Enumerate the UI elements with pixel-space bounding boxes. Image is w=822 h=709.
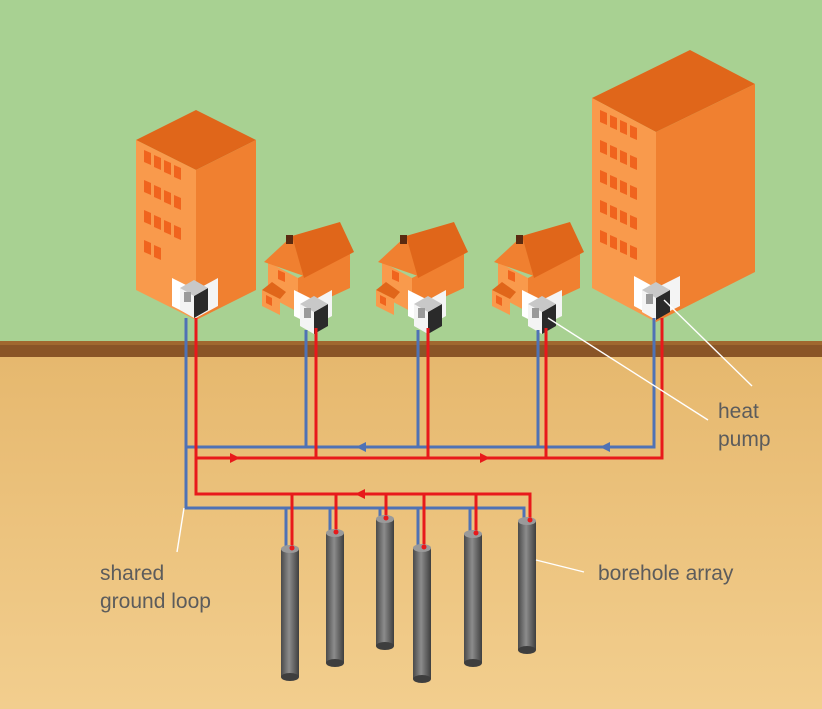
heat-pump-unit-icon (528, 296, 556, 334)
shared-ground-loop-label-line2: ground loop (100, 590, 211, 613)
ground-background (0, 356, 822, 709)
borehole-array (281, 515, 536, 683)
heat-pump-label-line2: pump (718, 428, 771, 451)
flow-arrow-icon (230, 453, 240, 463)
heat-pump-unit-icon (300, 296, 328, 334)
tower-building-left (136, 110, 256, 320)
leader-lines (176, 299, 753, 573)
tower-building-right (592, 50, 755, 322)
flow-arrow-icon (355, 489, 365, 499)
borehole-icon (413, 544, 431, 683)
return-pipe-network (184, 318, 656, 548)
borehole-icon (518, 517, 536, 654)
flow-arrow-icon (480, 453, 490, 463)
heat-pump-unit-icon (180, 280, 208, 318)
borehole-icon (326, 529, 344, 667)
house-1 (262, 222, 354, 326)
borehole-array-label: borehole array (598, 562, 734, 585)
shared-ground-loop-label-line1: shared (100, 562, 164, 585)
borehole-icon (281, 545, 299, 681)
flow-arrow-icon (600, 442, 610, 452)
borehole-icon (464, 530, 482, 667)
flow-arrow-icon (356, 442, 366, 452)
borehole-icon (376, 515, 394, 650)
heat-pump-label-line1: heat (718, 400, 759, 423)
